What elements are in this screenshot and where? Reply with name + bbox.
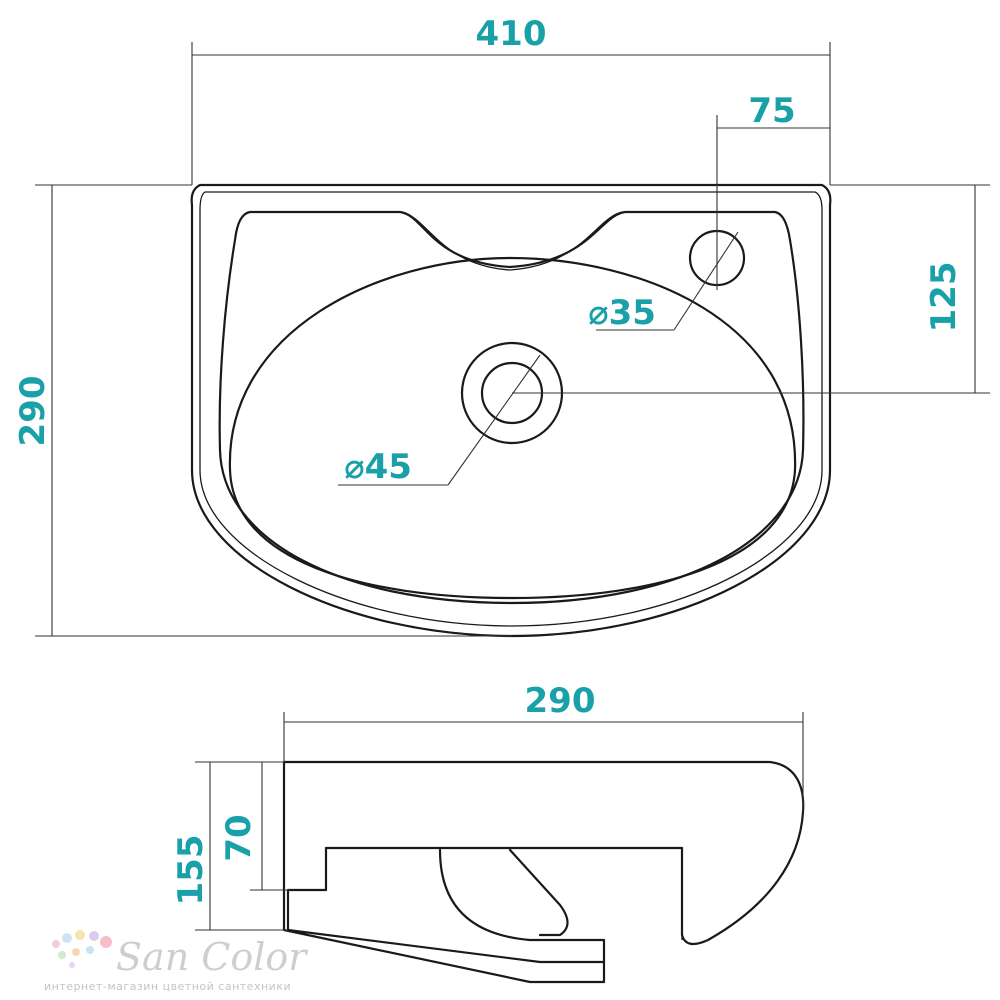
bowl-rim: [218, 210, 805, 605]
bowl-height-dimension-label: 70: [219, 814, 259, 861]
side-depth-dimension-label: 290: [525, 681, 596, 721]
sink-outer-rim: [190, 183, 832, 638]
brand-logo-dots: [52, 930, 112, 968]
brand-name: San Color: [116, 935, 309, 979]
faucet-offset-label: 75: [748, 91, 795, 131]
top-view: 410 75 290 125 ⌀35 ⌀45: [13, 14, 990, 638]
sink-inner-ledge: [199, 191, 823, 627]
faucet-deck-recess: [401, 211, 623, 271]
sink-side-profile: [282, 760, 805, 984]
depth-dimension-label: 290: [13, 376, 53, 447]
width-dimension-label: 410: [476, 14, 547, 54]
brand-watermark: San Color интернет-магазин цветной санте…: [44, 930, 309, 993]
brand-tagline: интернет-магазин цветной сантехники: [44, 980, 291, 993]
drain-diameter-label: ⌀45: [344, 447, 412, 487]
drain-pipe: [508, 848, 569, 937]
faucet-depth-label: 125: [924, 262, 964, 333]
bowl-underside: [438, 848, 606, 964]
faucet-hole-diameter-label: ⌀35: [588, 293, 656, 333]
height-dimension-label: 155: [171, 835, 211, 906]
side-view: 290 155 70: [171, 681, 805, 984]
bowl-basin: [228, 256, 797, 600]
